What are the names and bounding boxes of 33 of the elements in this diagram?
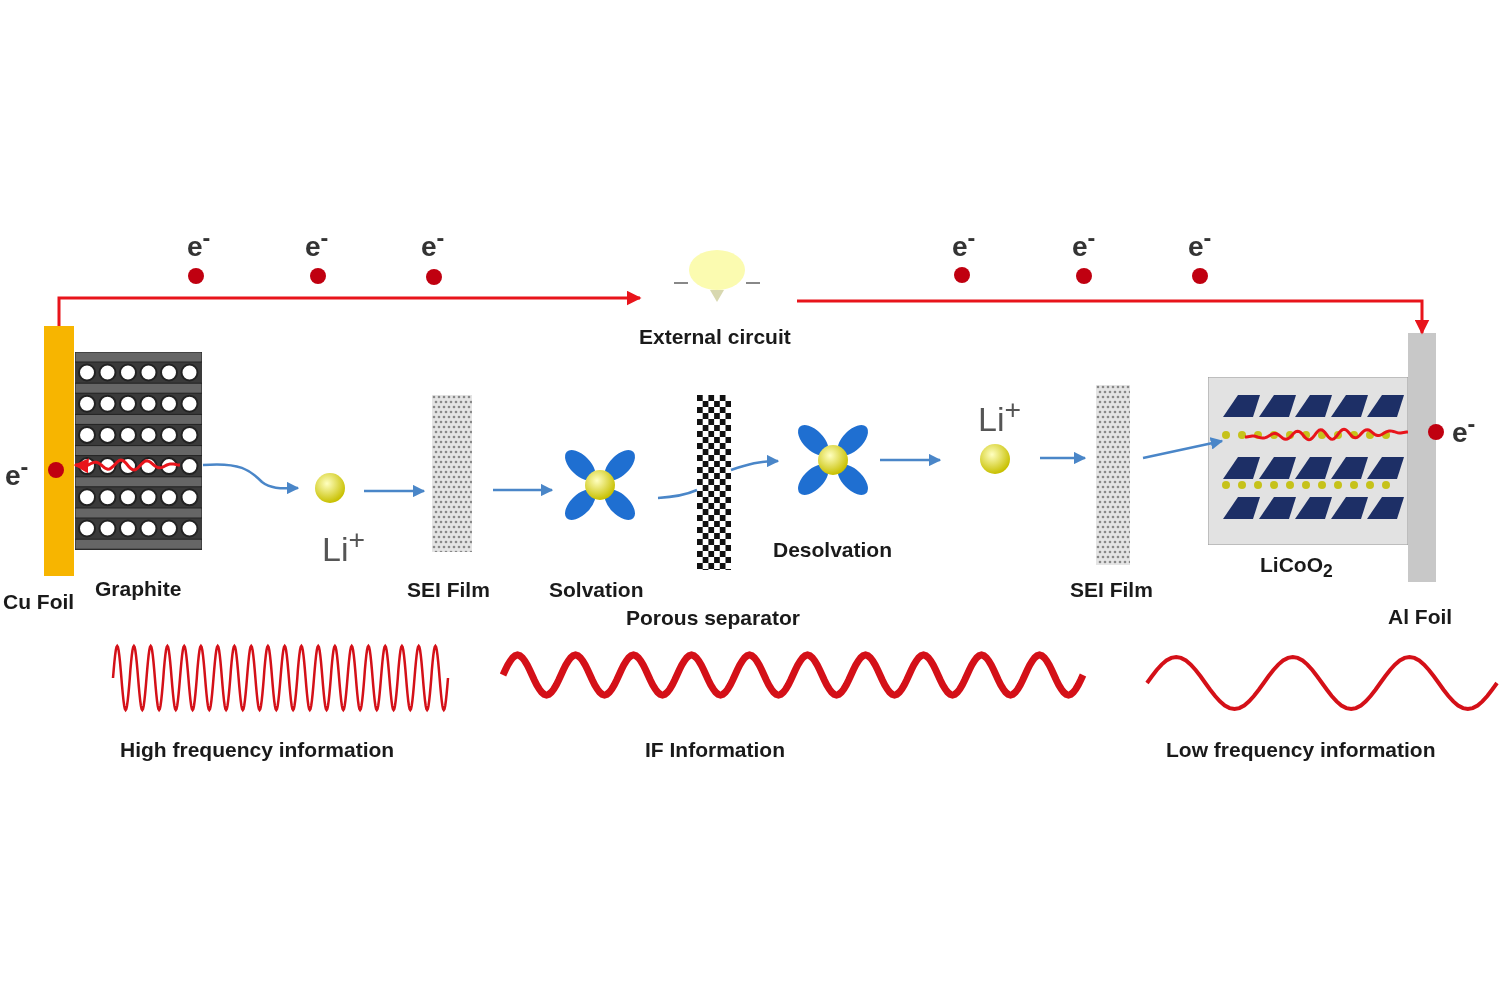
arrow xyxy=(1040,451,1087,465)
arrow xyxy=(57,290,642,326)
arrow xyxy=(797,299,1430,335)
electron-symbol: e$^{-}$ xyxy=(305,226,329,264)
arrow xyxy=(202,463,300,495)
electron-symbol: e$^{-}$ xyxy=(1188,226,1212,264)
electron-symbol: e$^{-}$ xyxy=(952,226,976,264)
component-label: Al Foil xyxy=(1388,605,1453,629)
component-label: Porous separator xyxy=(626,606,800,630)
component-label: Solvation xyxy=(549,578,644,602)
wavy-arrow xyxy=(73,458,181,474)
arrow xyxy=(493,483,554,497)
arrow xyxy=(364,484,426,498)
arrow xyxy=(1142,437,1224,460)
electron-symbol: e$^{-}$ xyxy=(421,226,445,264)
component-label: SEI Film xyxy=(407,578,490,602)
component-label: Graphite xyxy=(95,577,182,601)
component-label: LiCoO$_{2}$ xyxy=(1260,553,1333,582)
arrow xyxy=(730,454,780,472)
electron-symbol: e$^{-}$ xyxy=(1072,226,1096,264)
ion-symbol: Li$^{+}$ xyxy=(322,524,365,569)
arrow xyxy=(880,453,942,467)
component-label: Cu Foil xyxy=(3,590,75,614)
caption: IF Information xyxy=(645,738,785,762)
caption: Low frequency information xyxy=(1166,738,1436,762)
electron-symbol: e$^{-}$ xyxy=(1452,412,1476,450)
caption: High frequency information xyxy=(120,738,395,762)
electron-symbol: e$^{-}$ xyxy=(5,455,29,493)
component-label: External circuit xyxy=(639,325,791,349)
ion-symbol: Li$^{+}$ xyxy=(978,394,1021,439)
electron-symbol: e$^{-}$ xyxy=(187,226,211,264)
component-label: Desolvation xyxy=(773,538,893,562)
component-label: SEI Film xyxy=(1070,578,1153,602)
